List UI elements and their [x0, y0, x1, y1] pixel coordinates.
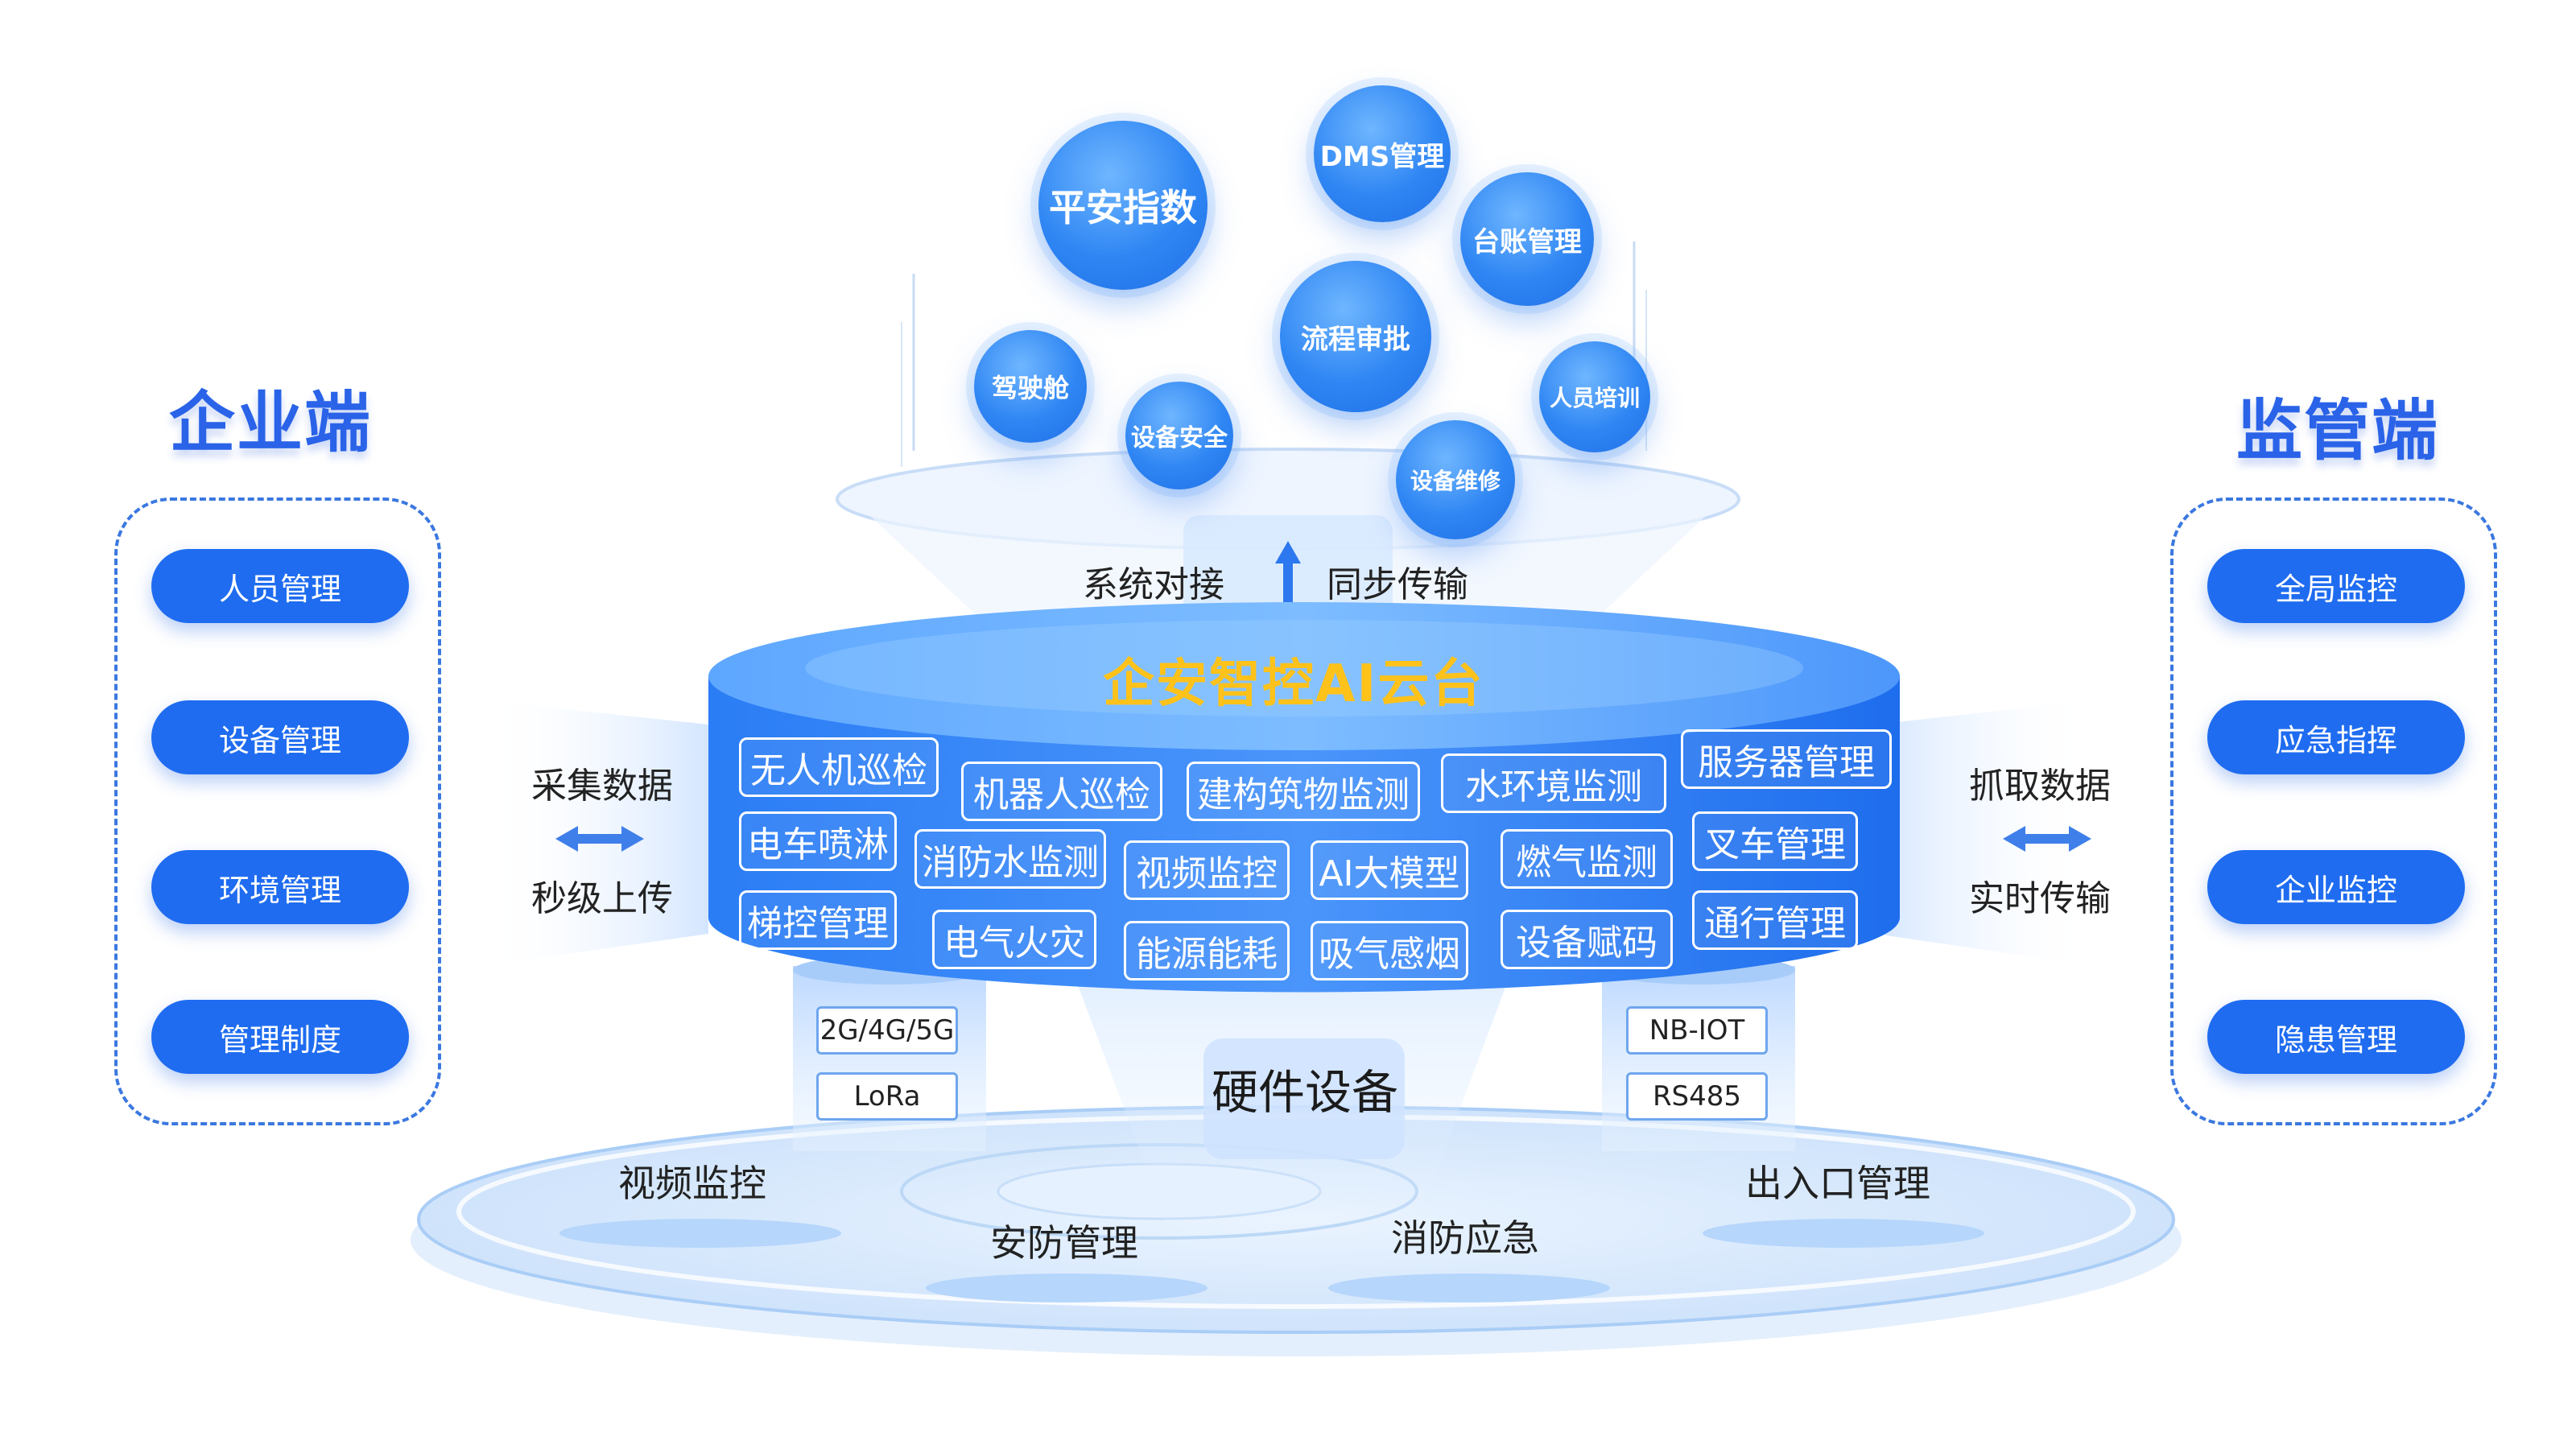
- left-double-arrow-icon: [555, 826, 644, 852]
- tag-energy[interactable]: 能源能耗: [1124, 921, 1290, 980]
- tag-robot-patrol[interactable]: 机器人巡检: [961, 762, 1162, 821]
- tag-aspirating-smoke[interactable]: 吸气感烟: [1311, 921, 1468, 980]
- fetch-bottom-label: 实时传输: [1969, 878, 2111, 919]
- regulator-item-hazard[interactable]: 隐患管理: [2207, 1000, 2465, 1074]
- tag-server-mgmt[interactable]: 服务器管理: [1681, 729, 1892, 789]
- collect-top-label: 采集数据: [531, 766, 673, 807]
- right-beam: [1876, 700, 2093, 966]
- hardware-label: 硬件设备: [1211, 1065, 1398, 1120]
- base-fire-emergency: 消防应急: [1391, 1216, 1539, 1260]
- regulator-item-enterprise[interactable]: 企业监控: [2207, 850, 2465, 924]
- enterprise-panel: 人员管理 设备管理 环境管理 管理制度: [114, 497, 441, 1125]
- bubble-training[interactable]: 人员培训: [1539, 341, 1650, 452]
- tag-access-mgmt[interactable]: 通行管理: [1692, 890, 1858, 950]
- left-beam: [483, 700, 708, 966]
- base-security-mgmt: 安防管理: [990, 1221, 1138, 1265]
- enterprise-item-personnel[interactable]: 人员管理: [151, 549, 409, 623]
- pad-2: [926, 1274, 1208, 1302]
- enterprise-item-rules[interactable]: 管理制度: [151, 1000, 409, 1074]
- regulator-item-emergency[interactable]: 应急指挥: [2207, 700, 2465, 774]
- network-lora: LoRa: [816, 1072, 958, 1121]
- network-nbiot: NB-IOT: [1626, 1006, 1768, 1055]
- tag-gas-monitor[interactable]: 燃气监测: [1501, 829, 1673, 889]
- hardware-block: [1203, 1038, 1405, 1159]
- tag-electrical-fire[interactable]: 电气火灾: [932, 910, 1096, 969]
- cylinder-top: [708, 602, 1900, 750]
- tag-water-env[interactable]: 水环境监测: [1441, 753, 1666, 813]
- collect-bottom-label: 秒级上传: [531, 878, 673, 919]
- tag-forklift[interactable]: 叉车管理: [1692, 811, 1858, 871]
- network-rs485: RS485: [1626, 1072, 1768, 1121]
- tag-elevator[interactable]: 梯控管理: [739, 890, 897, 950]
- enterprise-item-equipment[interactable]: 设备管理: [151, 700, 409, 774]
- tag-drone-patrol[interactable]: 无人机巡检: [739, 737, 939, 797]
- pad-3: [1328, 1274, 1610, 1302]
- bubble-ledger[interactable]: 台账管理: [1460, 172, 1594, 306]
- base-video-monitor: 视频监控: [618, 1162, 766, 1205]
- regulator-title: 监管端: [2236, 393, 2440, 469]
- bubble-safety-index[interactable]: 平安指数: [1038, 121, 1208, 290]
- tag-ai-model[interactable]: AI大模型: [1311, 840, 1468, 900]
- bubble-maintenance[interactable]: 设备维修: [1396, 420, 1515, 539]
- up-arrow-icon: [1275, 541, 1301, 602]
- enterprise-item-environment[interactable]: 环境管理: [151, 850, 409, 924]
- link-label-right: 同步传输: [1327, 564, 1468, 605]
- link-label-left: 系统对接: [1083, 564, 1224, 605]
- right-column: [1602, 966, 1795, 1151]
- base-entrance-mgmt: 出入口管理: [1745, 1162, 1930, 1205]
- cylinder-top-glow: [805, 620, 1803, 716]
- tag-video-monitor[interactable]: 视频监控: [1124, 840, 1290, 900]
- tag-device-coding[interactable]: 设备赋码: [1501, 910, 1673, 969]
- pad-4: [1703, 1219, 1984, 1248]
- platform-title: 企安智控AI云台: [1103, 654, 1484, 714]
- pad-1: [559, 1219, 841, 1248]
- network-cellular: 2G/4G/5G: [816, 1006, 958, 1055]
- left-column: [793, 966, 986, 1151]
- bubble-cockpit[interactable]: 驾驶舱: [974, 330, 1087, 443]
- regulator-panel: 全局监控 应急指挥 企业监控 隐患管理: [2170, 497, 2497, 1125]
- regulator-item-global[interactable]: 全局监控: [2207, 549, 2465, 623]
- bubble-equipment-safety[interactable]: 设备安全: [1125, 382, 1233, 489]
- right-double-arrow-icon: [2003, 826, 2091, 852]
- fetch-top-label: 抓取数据: [1969, 766, 2111, 807]
- tag-ev-sprinkler[interactable]: 电车喷淋: [739, 811, 897, 871]
- enterprise-title: 企业端: [169, 385, 373, 461]
- tag-structure-monitor[interactable]: 建构筑物监测: [1187, 762, 1420, 821]
- tag-fire-water[interactable]: 消防水监测: [914, 829, 1106, 889]
- bubble-process[interactable]: 流程审批: [1280, 261, 1431, 412]
- bubble-dms[interactable]: DMS管理: [1314, 85, 1451, 222]
